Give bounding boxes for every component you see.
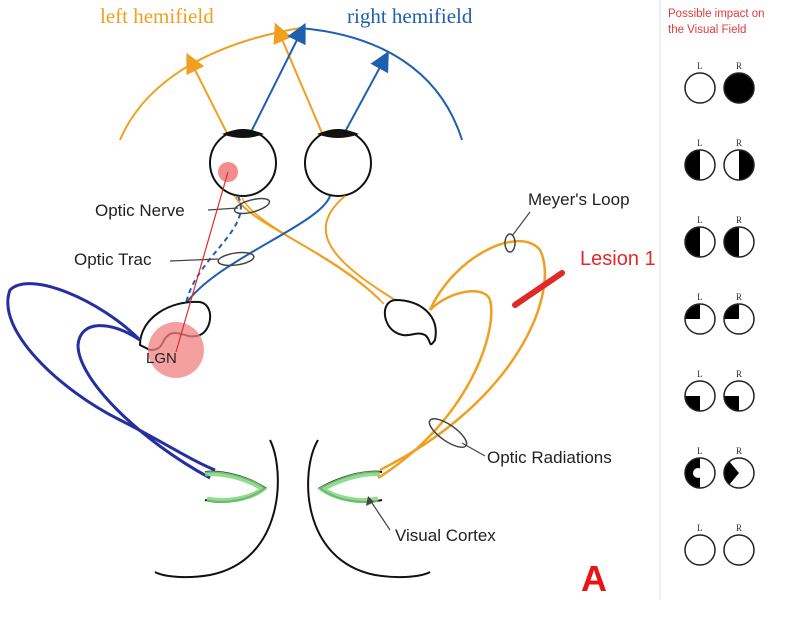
field-row-4-right [723,303,755,335]
right-optic-radiation-inner [377,290,493,480]
figure-letter: A [581,558,607,599]
field-row-3-right [723,226,755,258]
eye-label-row-1-left: L [697,61,703,71]
meyers-loop-marker [504,233,516,253]
lgn-label: LGN [146,350,177,367]
left-cortex-highlight [204,471,268,504]
right-hemifield-arc [299,27,463,141]
right-hemifield-label: right hemifield [347,4,473,28]
eye-label-row-1-right: R [736,61,743,71]
right-eye [304,129,372,197]
field-row-5-right-fill [724,396,739,411]
right-eye-iris [317,129,359,138]
eye-label-row-5-right: R [736,369,743,379]
field-row-2-right [723,149,755,181]
field-row-1-left [684,72,716,104]
field-row-7-left [684,534,716,566]
optic-tract-marker [217,251,255,267]
field-row-3-right-fill [724,227,739,257]
field-row-3-left-fill [685,227,700,257]
field-row-4-left-fill [685,304,700,319]
right-cortex-highlight [317,471,381,504]
right-optic-nerve-blue [184,195,331,306]
field-row-6-right [723,457,755,489]
left-optic-radiation-inner [76,324,211,480]
field-row-4-right-fill [724,304,739,319]
field-row-2-right-fill [739,150,754,180]
field-row-6-left-fill [685,458,700,488]
visual-cortex-pointer [369,499,391,531]
field-row-5-right [723,380,755,412]
left-eye-iris [222,129,264,138]
right-occipital-lobe [307,439,431,579]
right-optic-nerve-blue-dashed [184,195,242,311]
optic-nerve-marker [233,197,271,215]
left-occipital-lobe [154,439,279,579]
eye-label-row-2-right: R [736,138,743,148]
field-row-1-right [723,72,755,104]
right-lgn [383,298,437,346]
lesion-trace-line [175,171,229,353]
eye-label-row-4-left: L [697,292,703,302]
field-row-5-left [684,380,716,412]
eye-label-row-7-left: L [697,523,703,533]
eye-label-row-2-left: L [697,138,703,148]
field-row-1-right-fill [724,73,754,103]
field-row-4-left [684,303,716,335]
optic-radiations-pointer [461,442,486,457]
lesion-1-label: Lesion 1 [580,248,656,270]
left-hemifield-arc [119,27,301,141]
optic-trac-label: Optic Trac [74,250,152,269]
field-row-6-left-spared [693,468,703,478]
field-row-6-left [684,457,716,489]
field-row-7-right [723,534,755,566]
eye-label-row-6-left: L [697,446,703,456]
right-optic-nerve-orange [324,195,396,301]
left-hemifield-label: left hemifield [100,4,214,28]
panel-title-line-2: the Visual Field [668,24,747,36]
optic-nerve-label: Optic Nerve [95,201,185,220]
left-optic-radiation-outer [6,282,216,472]
eye-label-row-7-right: R [736,523,743,533]
lesion-1-bar [512,270,565,308]
meyers-loop-pointer [511,211,531,237]
field-row-2-left-fill [685,150,700,180]
visual-cortex-label: Visual Cortex [395,526,496,545]
field-row-2-left [684,149,716,181]
optic-nerve-pointer [207,207,239,211]
eye-label-row-6-right: R [736,446,743,456]
visual-cortex-pointer-head [366,496,374,506]
eye-label-row-3-right: R [736,215,743,225]
optic-radiations-label: Optic Radiations [487,448,612,467]
left-eye [209,129,277,197]
meyers-loop-label: Meyer's Loop [528,190,630,209]
field-row-6-right-fill [724,461,739,485]
optic-tract-pointer [169,258,219,262]
eye-label-row-5-left: L [697,369,703,379]
right-optic-radiation-outer [379,239,547,472]
left-optic-nerve-orange-2 [241,197,385,305]
eye-label-row-4-right: R [736,292,743,302]
visual-field-panel [684,72,755,566]
field-row-3-left [684,226,716,258]
panel-title-line-1: Possible impact on [668,8,765,20]
eye-label-row-3-left: L [697,215,703,225]
panel-title: Possible impact on the Visual Field [668,6,786,38]
field-row-5-left-fill [685,396,700,411]
